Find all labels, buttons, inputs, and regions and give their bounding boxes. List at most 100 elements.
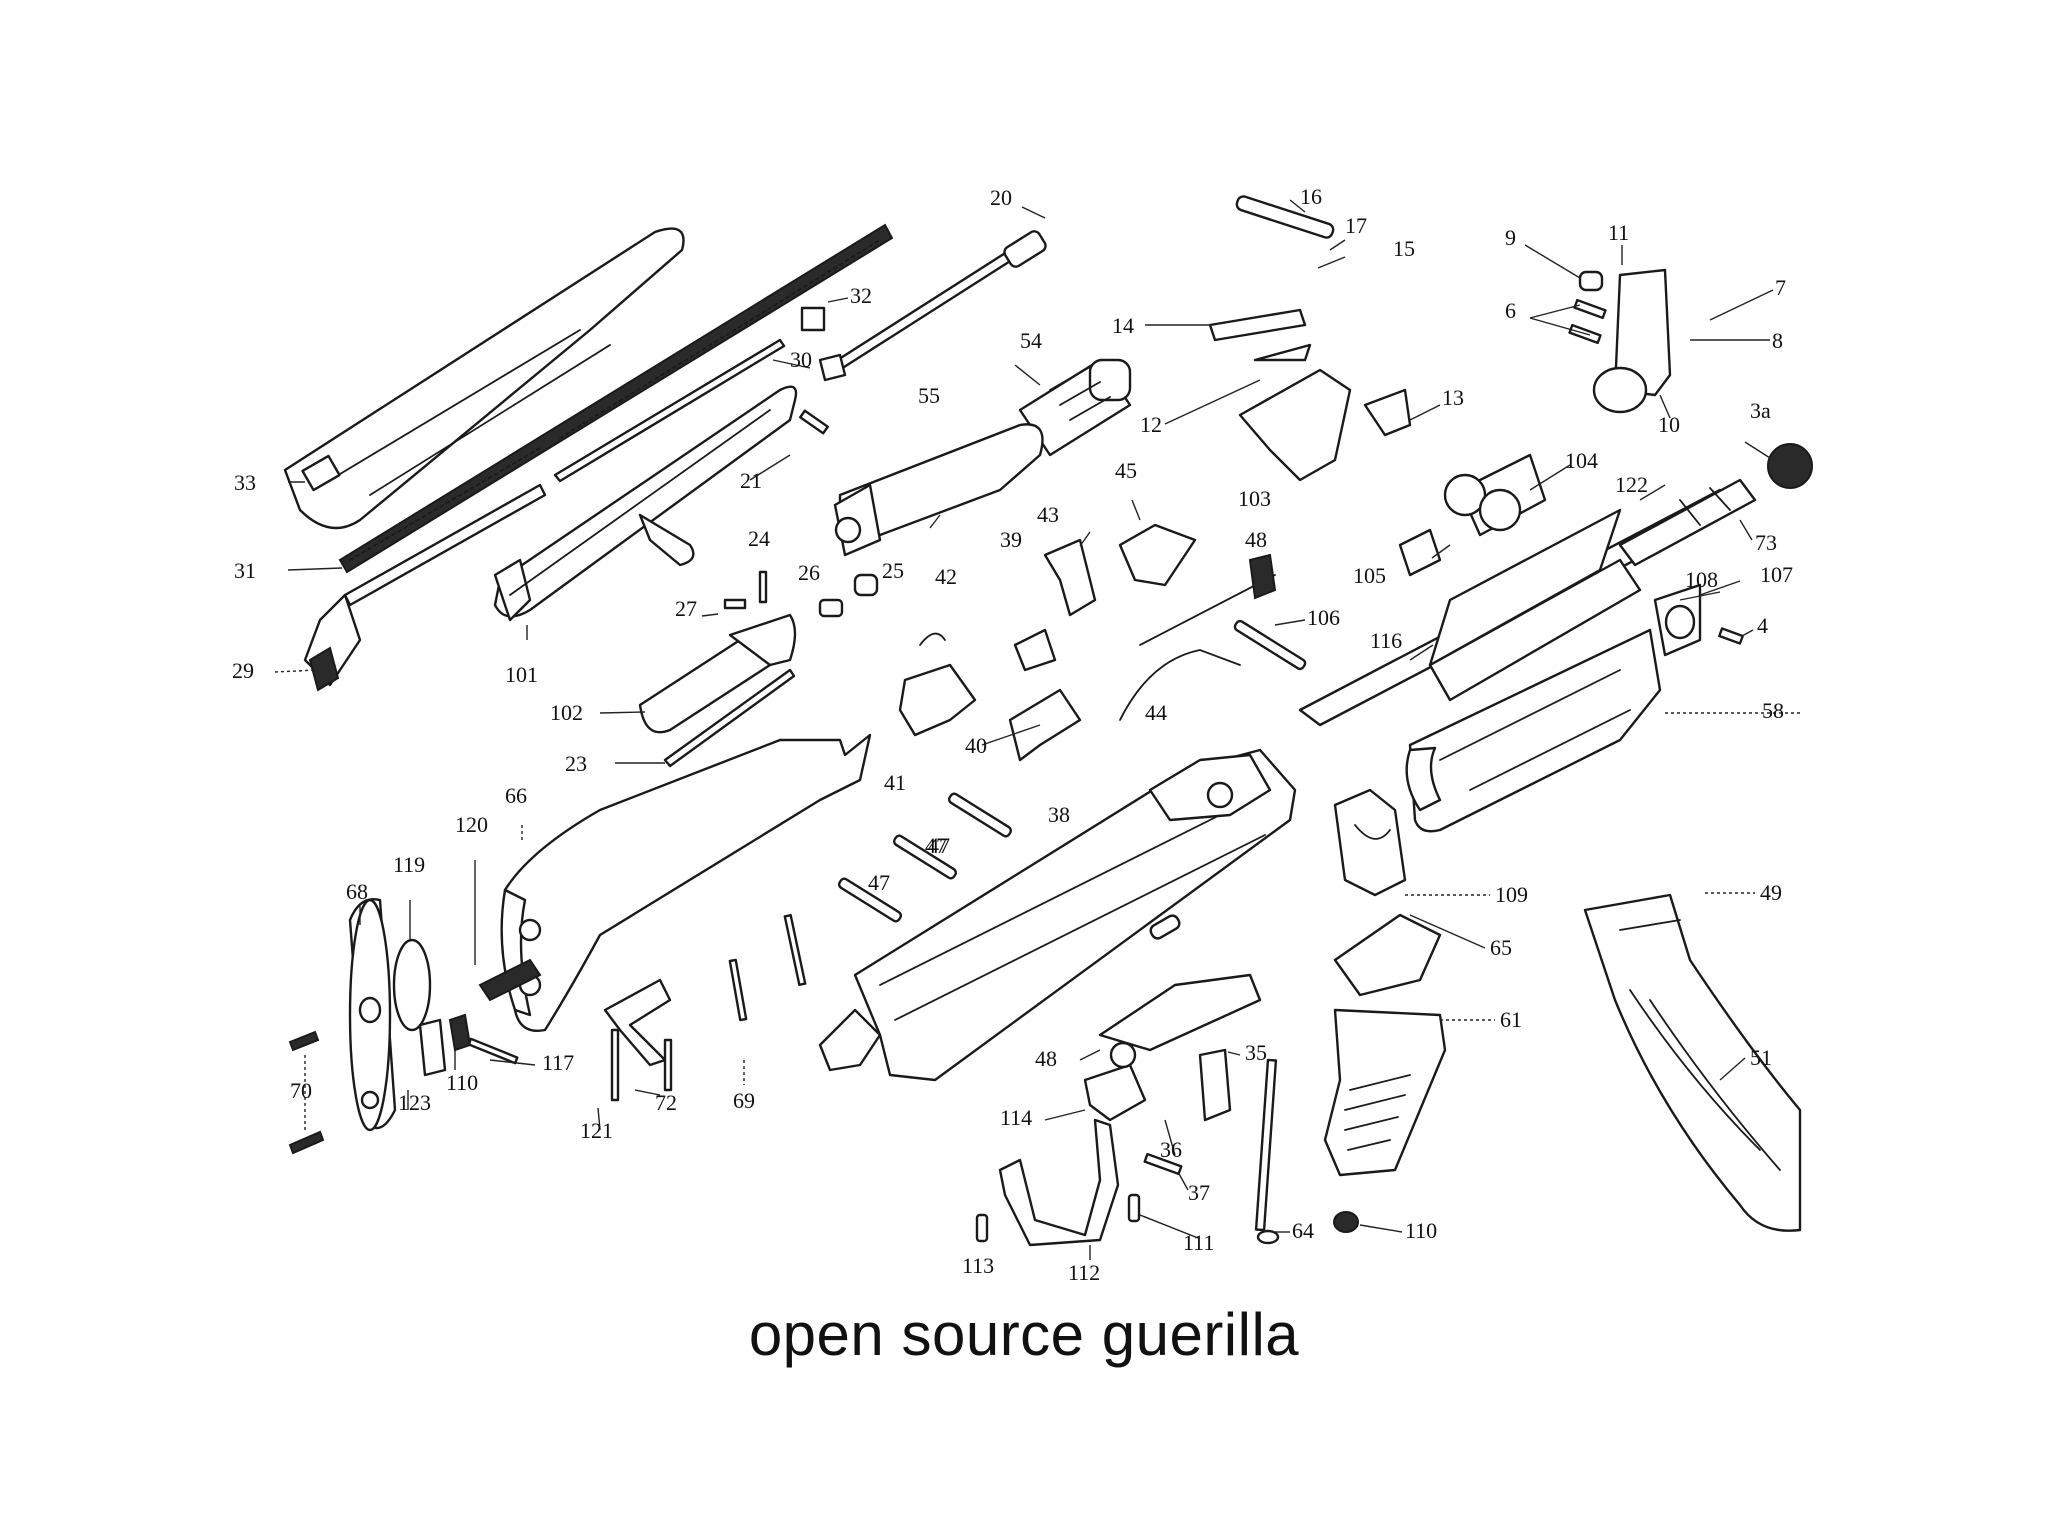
part-gas-block (1398, 453, 1547, 577)
callout-107: 107 (1760, 562, 1793, 587)
callout-9: 9 (1505, 225, 1516, 250)
callout-40: 40 (965, 733, 987, 758)
callout-110b: 110 (1405, 1218, 1437, 1243)
callout-27: 27 (675, 596, 697, 621)
callout-10: 10 (1658, 412, 1680, 437)
callout-6: 6 (1505, 298, 1516, 323)
callout-70: 70 (290, 1078, 312, 1103)
part-handguard-retainer (1653, 583, 1744, 657)
callout-101: 101 (505, 662, 538, 687)
callout-45: 45 (1115, 458, 1137, 483)
callout-114: 114 (1000, 1105, 1032, 1130)
callout-36: 36 (1160, 1137, 1182, 1162)
callout-121: 121 (580, 1118, 613, 1143)
part-rear-sight (1208, 195, 1412, 482)
callout-38: 38 (1048, 802, 1070, 827)
callout-106: 106 (1307, 605, 1340, 630)
callout-68: 68 (346, 879, 368, 904)
part-magazine (1583, 893, 1802, 1232)
callout-122: 122 (1615, 472, 1648, 497)
part-front-sight (1568, 268, 1672, 414)
part-gas-tube (1018, 358, 1132, 457)
callout-108: 108 (1685, 567, 1718, 592)
callout-35: 35 (1245, 1040, 1267, 1065)
callout-104: 104 (1565, 448, 1598, 473)
callout-32: 32 (850, 283, 872, 308)
part-muzzle-nut (1767, 443, 1813, 489)
callout-102: 102 (550, 700, 583, 725)
callout-44: 44 (1145, 700, 1167, 725)
callout-37: 37 (1188, 1180, 1210, 1205)
callout-47c: 47 (925, 833, 947, 858)
callout-15: 15 (1393, 236, 1415, 261)
callout-103: 103 (1238, 486, 1271, 511)
part-piston-rod (818, 230, 1047, 382)
callout-72: 72 (655, 1090, 677, 1115)
part-pistol-grip (1323, 1008, 1447, 1177)
callout-47b: 47 (868, 870, 890, 895)
part-top-cover (283, 227, 685, 530)
callout-113: 113 (962, 1253, 994, 1278)
callout-39: 39 (1000, 527, 1022, 552)
part-buttstock (500, 733, 872, 1032)
callout-13: 13 (1442, 385, 1464, 410)
part-grip-screw (1254, 1058, 1359, 1245)
part-cleaning-rod (663, 668, 796, 768)
part-screws-70 (288, 1030, 325, 1155)
callout-26: 26 (798, 560, 820, 585)
part-grip-support (1333, 913, 1442, 997)
callout-4: 4 (1757, 613, 1768, 638)
callout-58: 58 (1762, 698, 1784, 723)
leader-lines (274, 199, 1800, 1260)
callout-labels: 20 16 17 15 11 9 7 6 8 10 32 30 54 14 12… (232, 184, 1793, 1285)
callout-23: 23 (565, 751, 587, 776)
callout-119: 119 (393, 852, 425, 877)
callout-123: 123 (398, 1090, 431, 1115)
callout-65: 65 (1490, 935, 1512, 960)
part-guide-rod (553, 338, 786, 483)
callout-73: 73 (1755, 530, 1777, 555)
part-receiver (818, 748, 1297, 1082)
part-screws-69 (728, 913, 807, 1022)
callout-109: 109 (1495, 882, 1528, 907)
callout-64: 64 (1292, 1218, 1314, 1243)
part-trigger-guard (975, 973, 1262, 1247)
part-mag-catch-block (1333, 788, 1407, 897)
part-handguard-upper (833, 423, 1044, 557)
part-springs (1119, 553, 1307, 721)
callout-20: 20 (990, 185, 1012, 210)
callout-12: 12 (1140, 412, 1162, 437)
callout-30: 30 (790, 347, 812, 372)
part-buttstock-spring (478, 958, 542, 1002)
callout-110: 110 (446, 1070, 478, 1095)
callout-51: 51 (1750, 1045, 1772, 1070)
part-recoil-spring (338, 223, 894, 574)
callout-29: 29 (232, 658, 254, 683)
callout-55: 55 (918, 383, 940, 408)
callout-112: 112 (1068, 1260, 1100, 1285)
callout-48: 48 (1245, 527, 1267, 552)
callout-105: 105 (1353, 563, 1386, 588)
callout-49: 49 (1760, 880, 1782, 905)
callout-17: 17 (1345, 213, 1367, 238)
callout-48b: 48 (1035, 1046, 1057, 1071)
callout-61: 61 (1500, 1007, 1522, 1032)
callout-120: 120 (455, 812, 488, 837)
part-clip (800, 306, 826, 332)
part-bolt (638, 613, 797, 734)
part-spring-guide (303, 483, 547, 692)
callout-117: 117 (542, 1050, 574, 1075)
part-butt-plates (348, 898, 432, 1132)
caption-text: open source guerilla (748, 1301, 1300, 1368)
callout-43: 43 (1037, 502, 1059, 527)
callout-69: 69 (733, 1088, 755, 1113)
callout-116: 116 (1370, 628, 1402, 653)
callout-7: 7 (1775, 275, 1786, 300)
callout-11: 11 (1608, 220, 1629, 245)
callout-111: 111 (1183, 1230, 1214, 1255)
callout-66: 66 (505, 783, 527, 808)
part-stock-bracket (603, 978, 673, 1102)
callout-31: 31 (234, 558, 256, 583)
